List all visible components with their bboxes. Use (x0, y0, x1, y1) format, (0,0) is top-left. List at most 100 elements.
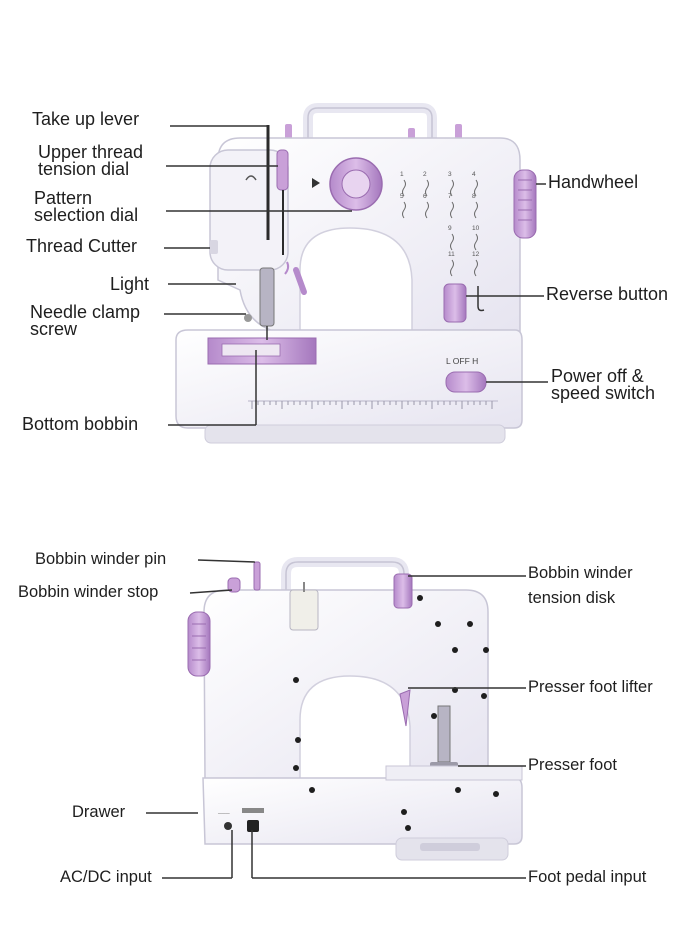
needle-bar-icon (259, 267, 275, 327)
stitch-symbol-icon (474, 179, 478, 197)
bobbin-winder-stop-icon (227, 577, 241, 593)
pattern-number: 11 (448, 251, 455, 258)
back-leader-lines (146, 559, 526, 879)
label-line: Pattern (34, 188, 93, 208)
top-pin-icon (455, 124, 462, 140)
pattern-number: 9 (448, 225, 452, 232)
label-thread-cutter: Thread Cutter (26, 236, 138, 256)
label-line: Upper thread (38, 142, 144, 162)
label-line: tension disk (528, 589, 616, 607)
pattern-number: 3 (448, 171, 452, 178)
screw-dot (293, 677, 299, 683)
stitch-symbol-icon (402, 179, 406, 197)
screw-dot (417, 595, 423, 601)
back-arm-opening (299, 675, 411, 781)
label-presser-foot: Presser foot (528, 756, 617, 774)
label-light: Light (110, 274, 150, 294)
back-screw-dots (293, 595, 499, 831)
screw-dot (435, 621, 441, 627)
stitch-symbol-icon (450, 201, 454, 219)
pattern-number: 2 (423, 171, 427, 178)
thread-cutter-icon (210, 240, 218, 254)
screw-dot (481, 693, 487, 699)
label-line: screw (30, 319, 78, 339)
screw-dot (295, 737, 301, 743)
label-line: speed switch (551, 383, 656, 403)
screw-dot (405, 825, 411, 831)
label-foot-pedal-input: Foot pedal input (528, 868, 647, 886)
screw-dot (493, 791, 499, 797)
pattern-number: 12 (472, 251, 480, 258)
power-speed-switch-icon (445, 371, 487, 393)
top-pin-icon (408, 128, 415, 140)
screw-dot (455, 787, 461, 793)
reverse-button-icon (443, 283, 467, 323)
thread-spool-icon (289, 589, 319, 631)
front-head (209, 149, 289, 271)
screw-dot (293, 765, 299, 771)
label-ac-dc-input: AC/DC input (60, 868, 152, 886)
stitch-symbol-icon (425, 201, 429, 219)
screw-dot (431, 713, 437, 719)
label-take-up-lever: Take up lever (32, 109, 140, 129)
foot-pedal-input-icon (247, 820, 259, 832)
stitch-symbol-icon (450, 179, 454, 197)
screw-dot (401, 809, 407, 815)
label-handwheel: Handwheel (548, 172, 639, 192)
bobbin-winder-pin-icon (253, 561, 261, 591)
label-line: Power off & (551, 366, 644, 386)
pattern-number: 4 (472, 171, 476, 178)
label-line: tension dial (38, 159, 130, 179)
stitch-symbol-icon (450, 259, 454, 277)
label-presser-foot-lifter: Presser foot lifter (528, 678, 653, 696)
label-drawer: Drawer (72, 803, 126, 821)
needle-clamp-screw-icon (244, 314, 252, 322)
upper-tension-dial-icon (276, 149, 289, 191)
bobbin-winder-tension-disk-icon (393, 573, 413, 609)
label-line: selection dial (34, 205, 139, 225)
back-handwheel-icon (187, 611, 211, 677)
label-reverse-button: Reverse button (546, 284, 669, 304)
label-bobbin-winder-stop: Bobbin winder stop (18, 583, 159, 601)
screw-dot (467, 621, 473, 627)
pattern-number: 8 (472, 193, 476, 200)
stitch-symbol-icon (402, 201, 406, 219)
stitch-symbol-icon (474, 201, 478, 219)
top-pin-icon (285, 124, 292, 140)
screw-dot (309, 787, 315, 793)
pattern-number: 6 (423, 193, 427, 200)
pattern-number: 5 (400, 193, 404, 200)
back-needle-bar-icon (437, 705, 451, 763)
front-base (204, 424, 506, 444)
label-upper-thread-tension-dial: Upper thread tension dial (38, 142, 144, 179)
label-bobbin-winder-tension-disk: Bobbin winder tension disk (528, 561, 633, 611)
pattern-number: 7 (448, 193, 452, 200)
label-needle-clamp-screw: Needle clamp screw (30, 302, 141, 339)
front-arm-opening (299, 227, 413, 336)
ruler-ticks (251, 401, 493, 409)
pattern-number: 1 (400, 171, 404, 178)
stitch-symbol-icon (474, 233, 478, 251)
stitch-symbol-icon (450, 233, 454, 251)
stitch-symbol-icon (474, 259, 478, 277)
label-pattern-selection-dial: Pattern selection dial (34, 188, 139, 225)
label-line: Needle clamp (30, 302, 141, 322)
svg-text:───: ─── (217, 811, 230, 817)
label-bobbin-winder-pin: Bobbin winder pin (35, 550, 167, 568)
label-power-speed-switch: Power off & speed switch (551, 366, 656, 403)
handwheel-icon (513, 169, 537, 239)
label-line: Bobbin winder (528, 564, 633, 582)
screw-dot (452, 647, 458, 653)
switch-markings: L OFF H (446, 356, 478, 366)
stitch-symbol-icon (425, 179, 429, 197)
screw-dot (483, 647, 489, 653)
front-leader-lines (164, 125, 548, 426)
label-bottom-bobbin: Bottom bobbin (22, 414, 139, 434)
back-machine: ─── (187, 557, 523, 861)
presser-foot-lifter-icon (399, 689, 411, 727)
pattern-number: 10 (472, 225, 480, 232)
ac-dc-input-icon (224, 822, 232, 830)
